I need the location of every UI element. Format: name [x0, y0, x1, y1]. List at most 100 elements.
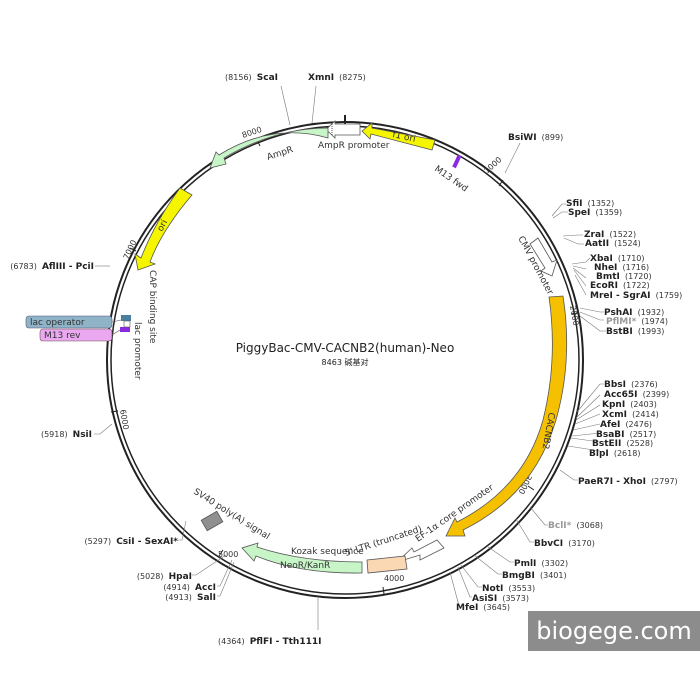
leader-bmgbi: [473, 554, 502, 575]
site-zrai-name: ZraI: [584, 230, 604, 240]
site-afei-pos: (2476): [625, 420, 652, 429]
neor-label: NeoR/KanR: [280, 561, 330, 571]
site-xcmi-name: XcmI: [602, 410, 627, 420]
site-bsiwi: BsiWI (899): [508, 125, 563, 144]
site-bstbi: BstBI (1993): [606, 319, 664, 338]
site-scai-name: ScaI: [257, 73, 278, 83]
leader-pmli: [487, 546, 514, 563]
m13-rev-leader: [111, 329, 121, 336]
site-xbai-name: XbaI: [590, 254, 613, 264]
neor-arrow: [241, 542, 363, 574]
site-afei-name: AfeI: [600, 420, 620, 430]
site-leaders: [94, 85, 606, 630]
site-kpni-pos: (2403): [630, 400, 657, 409]
site-ecori-name: EcoRI: [590, 281, 618, 291]
site-afliii-pcii: (6783) AflIII - PciI: [10, 254, 94, 273]
site-bmgbi-pos: (3401): [540, 571, 567, 580]
ltr-box: [366, 555, 408, 574]
site-bsteii-pos: (2528): [626, 439, 653, 448]
leader-csii: [178, 520, 187, 541]
site-bstbi-pos: (1993): [638, 327, 665, 336]
tick-label-4000: 4000: [384, 574, 404, 583]
site-nsii-name: NsiI: [73, 430, 92, 440]
site-bcli-name: BclI*: [548, 521, 572, 531]
m13-rev-marker: [120, 327, 130, 332]
sv40-label: SV40 poly(A) signal: [191, 487, 271, 542]
site-bmti-pos: (1720): [625, 272, 652, 281]
site-nsii: (5918) NsiI: [41, 422, 92, 441]
site-noti-name: NotI: [482, 584, 503, 594]
site-ecori: EcoRI (1722): [590, 273, 650, 292]
site-afei: AfeI (2476): [600, 412, 652, 431]
site-xmni-pos: (8275): [339, 73, 366, 82]
m13-rev-label: M13 rev: [44, 331, 81, 341]
site-pshai-name: PshAI: [604, 308, 633, 318]
site-bsteii: BstEII (2528): [592, 431, 653, 450]
site-xhoi-name: PaeR7I - XhoI: [578, 477, 646, 487]
site-bcli: BclI* (3068): [548, 513, 603, 532]
site-pflfi-tth111i-pos: (4364): [218, 637, 245, 646]
site-bsabi: BsaBI (2517): [596, 422, 656, 441]
site-hpai-name: HpaI: [169, 572, 192, 582]
site-bsiwi-name: BsiWI: [508, 133, 537, 143]
plasmid-title: PiggyBac-CMV-CACNB2(human)-Neo: [236, 341, 455, 355]
site-spei: SpeI (1359): [568, 200, 622, 219]
site-sali: (4913) SalI: [165, 585, 216, 604]
site-acc65i-pos: (2399): [643, 390, 670, 399]
site-bbvci-name: BbvCI: [534, 539, 563, 549]
tick-label-2000: 2000: [568, 305, 580, 327]
site-pmli-pos: (3302): [542, 559, 569, 568]
leader-zrai: [562, 234, 583, 237]
site-kpni: KpnI (2403): [602, 392, 657, 411]
site-xcmi: XcmI (2414): [602, 402, 659, 421]
site-bsiwi-pos: (899): [542, 133, 564, 142]
site-nhei-pos: (1716): [623, 263, 650, 272]
site-pflfi-tth111i-name: PflFI - Tth111I: [250, 637, 322, 647]
site-bcli-pos: (3068): [576, 521, 603, 530]
site-pshai: PshAI (1932): [604, 300, 664, 319]
site-afliii-pcii-name: AflIII - PciI: [42, 262, 94, 272]
leader-sali: [217, 561, 235, 597]
site-xmni-name: XmnI: [308, 73, 334, 83]
site-mfei-pos: (3645): [483, 603, 510, 612]
leader-1700s: [571, 257, 591, 296]
site-acc65i: Acc65I (2399): [604, 382, 669, 401]
lac-operator-label: lac operator: [30, 318, 85, 328]
site-xbai: XbaI (1710): [590, 246, 645, 265]
tick-6000: [110, 410, 119, 413]
tick-3000: [527, 485, 535, 491]
site-hpai: (5028) HpaI: [137, 564, 192, 583]
site-blpi-name: BlpI: [589, 449, 609, 459]
site-kpni-name: KpnI: [602, 400, 625, 410]
site-xhoi: PaeR7I - XhoI (2797): [578, 469, 678, 488]
leader-noti: [460, 564, 482, 588]
f1-ori-label: f1 ori: [391, 130, 416, 145]
ampr-arrow: [209, 127, 329, 169]
leader-bstbi: [579, 315, 606, 332]
site-mfei: MfeI (3645): [456, 595, 510, 614]
ampr-promoter-arrow: [325, 120, 361, 139]
site-asisi-name: AsiSI: [472, 594, 497, 604]
site-bmti-name: BmtI: [596, 272, 620, 282]
site-zrai-pos: (1522): [609, 230, 636, 239]
site-pflmi-pos: (1974): [641, 317, 668, 326]
tick-2000: [570, 312, 579, 315]
leader-sfii: [551, 203, 566, 217]
site-scai: (8156) ScaI: [225, 65, 278, 84]
site-acci-pos: (4914): [163, 583, 190, 592]
site-asisi: AsiSI (3573): [472, 586, 529, 605]
site-sali-pos: (4913): [165, 593, 192, 602]
site-aatii-name: AatII: [585, 239, 609, 249]
ef1a-promoter-arrow: [396, 539, 445, 563]
tick-1000: [498, 179, 504, 187]
site-xcmi-pos: (2414): [632, 410, 659, 419]
site-pflfi-tth111i: (4364) PflFI - Tth111I: [218, 629, 321, 648]
site-spei-pos: (1359): [595, 208, 622, 217]
site-xmni: XmnI (8275): [308, 65, 366, 84]
site-afliii-pcii-pos: (6783): [10, 262, 37, 271]
site-bsabi-name: BsaBI: [596, 430, 625, 440]
ampr-promoter-label: AmpR promoter: [318, 141, 390, 151]
site-zrai: ZraI (1522): [584, 222, 636, 241]
site-mrei-sgrai: MreI - SgrAI (1759): [590, 283, 682, 302]
